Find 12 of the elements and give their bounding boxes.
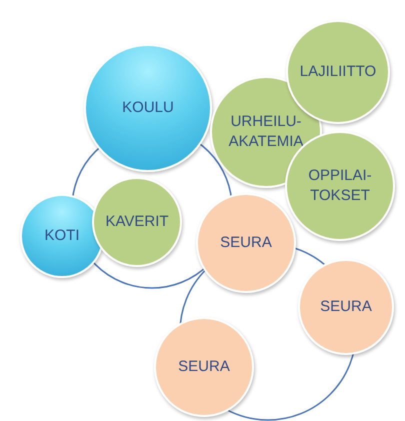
circle-label: SEURA bbox=[178, 357, 230, 377]
circle-label: SEURA bbox=[320, 297, 372, 317]
circle bbox=[298, 259, 394, 355]
circle-label: OPPILAI-TOKSET bbox=[307, 166, 373, 206]
circle bbox=[92, 177, 182, 267]
circle-label: KOTI bbox=[44, 226, 80, 246]
circle bbox=[196, 193, 296, 293]
circle-label: URHEILU-AKATEMIA bbox=[228, 112, 304, 152]
circle-label: LAJILIITTO bbox=[300, 62, 376, 82]
circle-label: SEURA bbox=[220, 233, 272, 253]
circle-label: KAVERIT bbox=[105, 212, 169, 232]
circle-label: KOULU bbox=[122, 98, 174, 118]
